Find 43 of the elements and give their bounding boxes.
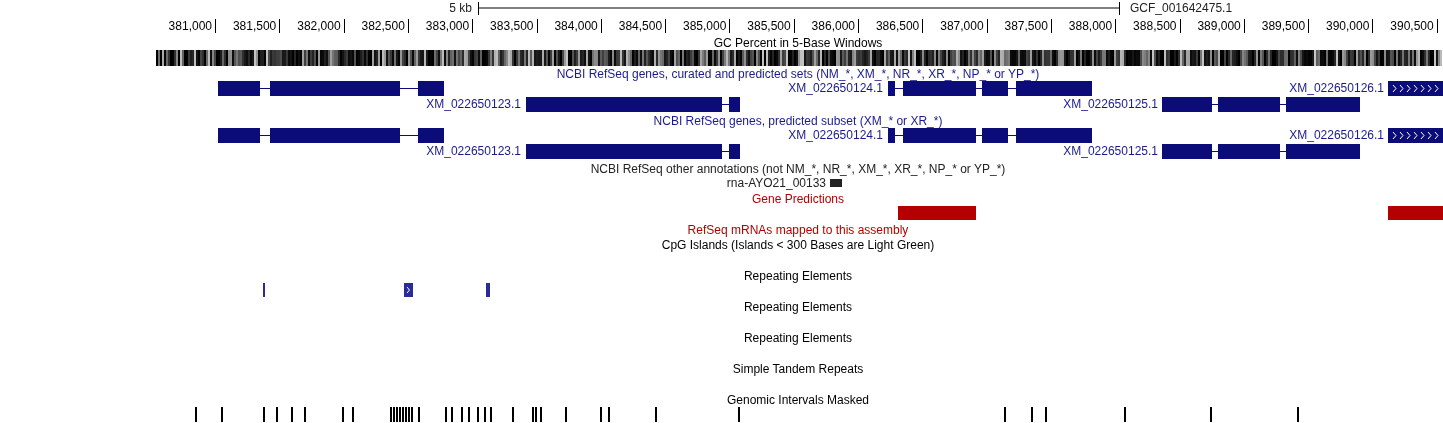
- coordinate-label: 382,500: [361, 19, 405, 33]
- coordinate-label: 387,500: [1004, 19, 1048, 33]
- coordinate-label: 383,500: [490, 19, 534, 33]
- coordinate-label: 390,500: [1390, 19, 1434, 33]
- gene-label: XM_022650124.1: [788, 128, 883, 142]
- coordinate-label: 390,000: [1326, 19, 1370, 33]
- track-title: Repeating Elements: [743, 331, 853, 345]
- coordinate-label: 384,000: [554, 19, 598, 33]
- coordinate-label: 383,000: [425, 19, 470, 33]
- gene-label: XM_022650125.1: [1063, 144, 1158, 158]
- track-title: NCBI RefSeq genes, curated and predicted sets (NM_*, XM_*, NR_*, XR_*, NP_* or YP_*): [556, 67, 1040, 81]
- gene-label: XM_022650124.1: [788, 81, 883, 95]
- gene-label: XM_022650125.1: [1063, 97, 1158, 111]
- track-title: Repeating Elements: [743, 300, 853, 314]
- coordinate-label: 387,000: [940, 19, 984, 33]
- track-title: Genomic Intervals Masked: [726, 393, 870, 407]
- coordinate-label: 389,000: [1197, 19, 1241, 33]
- coordinate-label: 385,500: [747, 19, 791, 33]
- gene-label: XM_022650123.1: [426, 144, 521, 158]
- coordinate-label: 388,000: [1068, 19, 1113, 33]
- gene-label: XM_022650123.1: [426, 97, 521, 111]
- gene-label: XM_022650126.1: [1289, 128, 1384, 142]
- coordinate-label: 382,000: [297, 19, 341, 33]
- assembly-label: GCF_001642475.1: [1130, 1, 1233, 15]
- coordinate-label: 381,000: [168, 19, 212, 33]
- coordinate-label: 385,000: [683, 19, 727, 33]
- track-title: NCBI RefSeq genes, predicted subset (XM_* or XR_*): [653, 114, 943, 128]
- track-title: NCBI RefSeq other annotations (not NM_*, NR_*, XM_*, XR_*, NP_* or YP_*): [590, 162, 1006, 176]
- coordinate-label: 386,500: [875, 19, 920, 33]
- track-title: Gene Predictions: [751, 192, 845, 206]
- coordinate-label: 384,500: [618, 19, 663, 33]
- track-title: CpG Islands (Islands < 300 Bases are Light Green): [661, 238, 935, 252]
- coordinate-label: 381,500: [232, 19, 277, 33]
- gene-label: XM_022650126.1: [1289, 81, 1384, 95]
- track-title: GC Percent in 5-Base Windows: [713, 36, 883, 50]
- feature-label: rna-AYO21_00133: [726, 176, 826, 190]
- track-title: RefSeq mRNAs mapped to this assembly: [687, 223, 909, 237]
- coordinate-label: 389,500: [1261, 19, 1306, 33]
- track-title: Simple Tandem Repeats: [732, 362, 864, 376]
- coordinate-label: 388,500: [1133, 19, 1177, 33]
- coordinate-label: 386,000: [811, 19, 855, 33]
- track-title: Repeating Elements: [743, 269, 853, 283]
- scale-label: 5 kb: [449, 1, 472, 15]
